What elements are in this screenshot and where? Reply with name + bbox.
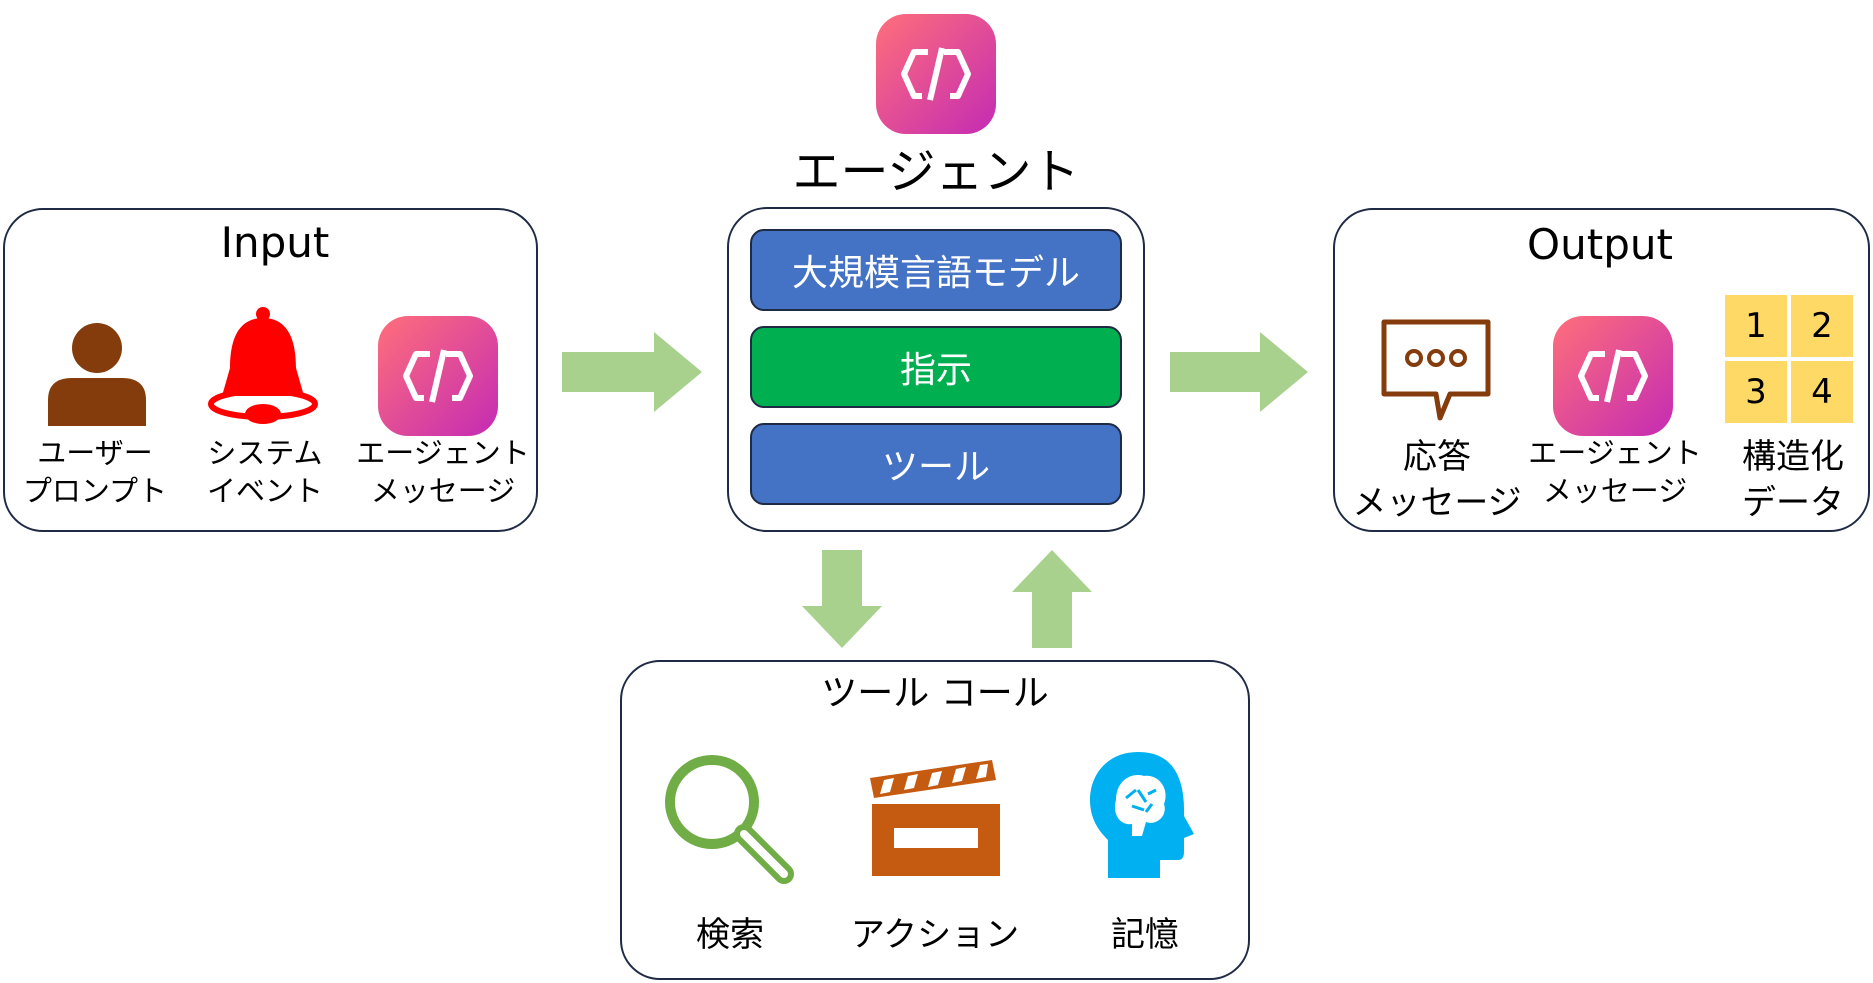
input-title: Input (220, 218, 330, 267)
tools-bar: ツール (750, 423, 1122, 505)
arrow-down-icon (802, 550, 882, 648)
output-label-agent-message: エージェント メッセージ (1528, 436, 1702, 508)
llm-bar: 大規模言語モデル (750, 229, 1122, 311)
agent-title: エージェント (792, 144, 1080, 200)
arrow-up-icon (1012, 550, 1092, 648)
grid-cell: 3 (1725, 361, 1787, 423)
instruction-bar: 指示 (750, 326, 1122, 408)
agent-logo-icon (876, 14, 996, 134)
output-label-structured-data: 構造化 データ (1742, 437, 1844, 523)
magnifier-icon (660, 750, 796, 886)
output-label-response: 応答 メッセージ (1352, 437, 1522, 523)
brain-head-icon (1086, 750, 1198, 880)
agent-logo-icon (378, 316, 498, 436)
grid-cell: 2 (1791, 295, 1853, 357)
agent-logo-icon (1553, 316, 1673, 436)
chat-bubble-icon (1380, 318, 1492, 426)
tool-label-search: 検索 (696, 915, 764, 955)
grid-icon: 1 2 3 4 (1725, 295, 1855, 425)
input-label-system-event: システム イベント (206, 436, 323, 508)
clapperboard-icon (868, 758, 1004, 878)
input-label-agent-message: エージェント メッセージ (356, 436, 530, 508)
tool-call-title: ツール コール (821, 673, 1049, 714)
arrow-right-icon (1170, 332, 1308, 412)
tool-label-memory: 記憶 (1111, 915, 1179, 955)
output-title: Output (1527, 220, 1673, 269)
grid-cell: 4 (1791, 361, 1853, 423)
grid-cell: 1 (1725, 295, 1787, 357)
tool-label-action: アクション (850, 915, 1020, 955)
input-label-user-prompt: ユーザー プロンプト (22, 436, 168, 508)
person-icon (46, 322, 148, 426)
arrow-right-icon (562, 332, 702, 412)
bell-icon (208, 306, 318, 428)
